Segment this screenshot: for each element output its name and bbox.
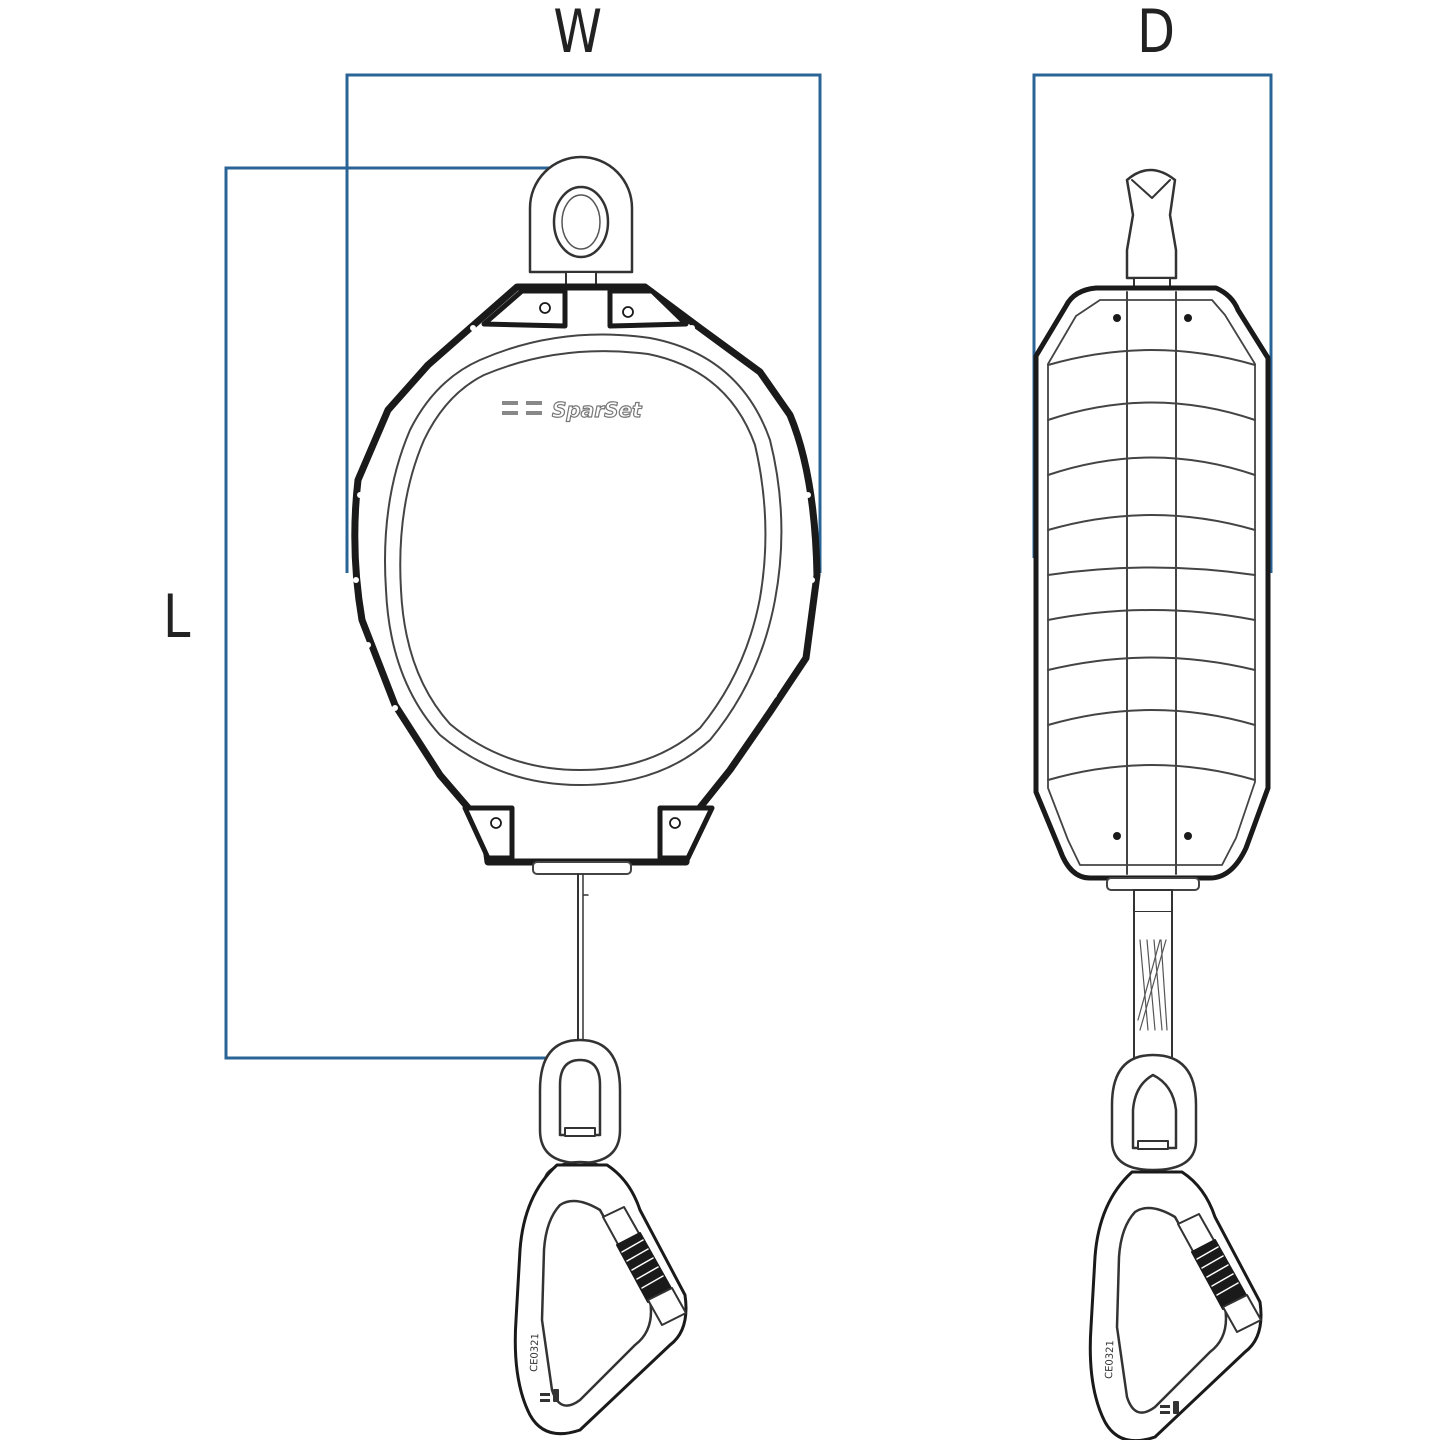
front-cable-exit [532, 861, 632, 875]
side-center-spine [1126, 291, 1177, 875]
side-view: CE0321 [1033, 168, 1271, 1443]
front-view: SparSet [351, 155, 821, 1436]
front-carabiner-gate [602, 1206, 687, 1326]
width-dimension-bracket [345, 73, 822, 573]
depth-dimension-bracket [1032, 73, 1273, 573]
side-carabiner: CE0321 [1088, 1170, 1263, 1443]
front-housing-outline [351, 283, 821, 866]
front-cable [577, 873, 589, 1053]
side-carabiner-logo [1160, 1401, 1179, 1414]
front-housing-rim-notches [353, 325, 815, 773]
length-dimension-bracket [224, 166, 580, 1060]
side-rivets [1113, 314, 1192, 840]
side-carabiner-gate [1177, 1213, 1262, 1333]
front-carabiner-marking: CE0321 [529, 1333, 541, 1372]
dimension-lines [224, 73, 1273, 1060]
depth-dimension-label: D [1137, 0, 1176, 67]
front-carabiner-logo [540, 1389, 559, 1402]
side-swivel [1110, 1053, 1198, 1209]
front-inner-panel-inset [399, 350, 767, 771]
side-carabiner-marking: CE0321 [1104, 1340, 1116, 1379]
side-housing-outline [1033, 285, 1271, 881]
front-top-brackets [481, 288, 689, 329]
front-inner-panel [384, 333, 783, 786]
side-anchor [1125, 168, 1178, 289]
side-ribs [1047, 349, 1256, 781]
front-anchor-eye [528, 155, 634, 287]
side-strap [1133, 889, 1173, 1063]
width-dimension-label: W [553, 0, 602, 67]
front-carabiner: CE0321 [513, 1163, 688, 1436]
front-bottom-brackets [462, 805, 715, 861]
length-dimension-label: L [163, 582, 191, 652]
side-cable-exit [1106, 877, 1200, 891]
front-brand-text: SparSet [552, 398, 643, 422]
front-brand-logo: SparSet [502, 397, 644, 423]
